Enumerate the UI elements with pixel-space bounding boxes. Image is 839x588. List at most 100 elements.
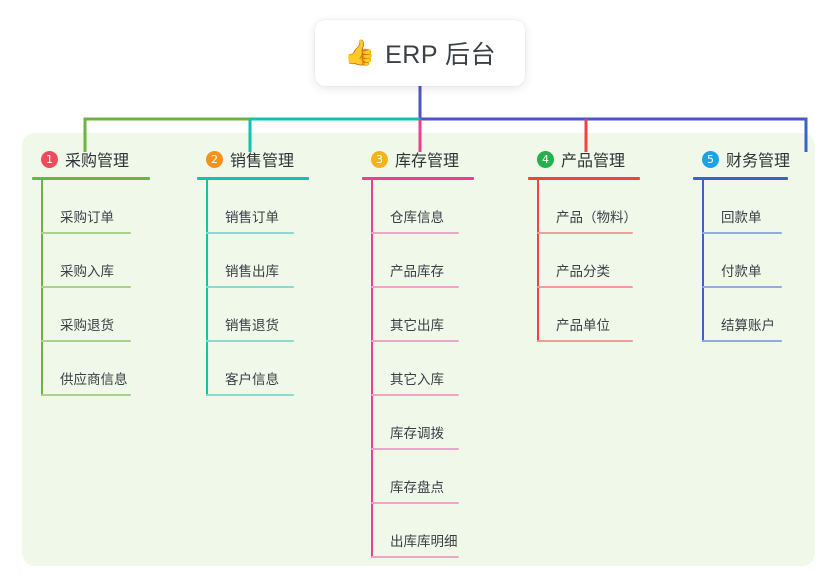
- branch-item-rule: [206, 286, 294, 288]
- branch-item-label: 供应商信息: [60, 372, 128, 387]
- branch-item-label: 其它出库: [390, 318, 444, 333]
- branch-number-badge: 2: [206, 150, 223, 168]
- branch-item-rule: [206, 340, 294, 342]
- branch-number-badge: 4: [537, 150, 554, 168]
- branch-item-list: 仓库信息产品库存其它出库其它入库库存调拨库存盘点出库库明细: [362, 180, 474, 558]
- branch-column-3: 3 库存管理仓库信息产品库存其它出库其它入库库存调拨库存盘点出库库明细: [362, 146, 474, 558]
- branch-title: 采购管理: [65, 153, 130, 170]
- branch-item-label: 采购订单: [60, 210, 114, 225]
- branch-item-label: 采购退货: [60, 318, 114, 333]
- branch-item-rule: [371, 556, 459, 558]
- branch-spine: [206, 180, 208, 396]
- branch-item-list: 产品（物料） 产品分类产品单位: [528, 180, 640, 342]
- branch-item-rule: [41, 394, 131, 396]
- branch-item-rule: [41, 340, 131, 342]
- branch-item[interactable]: 付款单: [693, 234, 790, 288]
- branch-title: 销售管理: [230, 153, 295, 170]
- branch-header-1[interactable]: 1 采购管理: [32, 146, 150, 172]
- branch-item[interactable]: 供应商信息: [32, 342, 150, 396]
- branch-item[interactable]: 回款单: [693, 180, 790, 234]
- branch-item-label: 客户信息: [225, 372, 279, 387]
- branch-item[interactable]: 产品单位: [528, 288, 640, 342]
- branch-item-rule: [371, 448, 459, 450]
- branch-item-rule: [371, 232, 459, 234]
- branch-item-label: 销售订单: [225, 210, 279, 225]
- branch-item-rule: [537, 340, 633, 342]
- branch-item[interactable]: 出库库明细: [362, 504, 474, 558]
- branch-item[interactable]: 产品库存: [362, 234, 474, 288]
- branch-item[interactable]: 采购订单: [32, 180, 150, 234]
- branch-item-rule: [371, 394, 459, 396]
- branch-number-badge: 1: [41, 150, 58, 168]
- branch-item[interactable]: 库存调拨: [362, 396, 474, 450]
- branch-item-label: 采购入库: [60, 264, 114, 279]
- branch-item-label: 产品分类: [556, 264, 610, 279]
- branch-item[interactable]: 采购入库: [32, 234, 150, 288]
- branch-header-rule: [528, 177, 640, 180]
- branch-item-label: 产品（物料）: [556, 210, 637, 225]
- branch-item-rule: [41, 286, 131, 288]
- branch-item[interactable]: 产品分类: [528, 234, 640, 288]
- branch-number-badge: 3: [371, 150, 388, 168]
- branch-spine: [371, 180, 373, 558]
- branch-item-rule: [702, 340, 782, 342]
- branch-item[interactable]: 产品（物料）: [528, 180, 640, 234]
- branch-header-rule: [197, 177, 309, 180]
- branch-item-label: 其它入库: [390, 372, 444, 387]
- branch-item-rule: [371, 502, 459, 504]
- branch-item-rule: [702, 286, 782, 288]
- branch-header-rule: [32, 177, 150, 180]
- branch-item-rule: [702, 232, 782, 234]
- branch-item-label: 回款单: [721, 210, 762, 225]
- root-node-title: ERP 后台: [385, 41, 497, 69]
- branch-item-list: 回款单付款单结算账户: [693, 180, 790, 342]
- branch-header-rule: [362, 177, 474, 180]
- branch-item[interactable]: 销售出库: [197, 234, 309, 288]
- branch-item-label: 库存盘点: [390, 480, 444, 495]
- branch-header-2[interactable]: 2 销售管理: [197, 146, 309, 172]
- branch-item-label: 销售出库: [225, 264, 279, 279]
- branch-item-rule: [371, 340, 459, 342]
- branch-item-label: 库存调拨: [390, 426, 444, 441]
- branch-title: 产品管理: [561, 153, 626, 170]
- branch-item-rule: [41, 232, 131, 234]
- branch-spine: [702, 180, 704, 342]
- branch-item[interactable]: 其它出库: [362, 288, 474, 342]
- branch-item[interactable]: 采购退货: [32, 288, 150, 342]
- branch-item[interactable]: 销售订单: [197, 180, 309, 234]
- branch-item[interactable]: 库存盘点: [362, 450, 474, 504]
- branch-item-label: 销售退货: [225, 318, 279, 333]
- branch-item[interactable]: 客户信息: [197, 342, 309, 396]
- branch-item-label: 出库库明细: [390, 534, 458, 549]
- branch-item-list: 采购订单采购入库采购退货供应商信息: [32, 180, 150, 396]
- branch-title: 库存管理: [395, 153, 460, 170]
- branch-column-4: 4 产品管理产品（物料） 产品分类产品单位: [528, 146, 640, 342]
- thumbs-up-icon: 👍: [343, 38, 376, 67]
- branch-header-3[interactable]: 3 库存管理: [362, 146, 474, 172]
- branch-item-label: 结算账户: [721, 318, 775, 333]
- branch-item-label: 产品库存: [390, 264, 444, 279]
- root-node-card[interactable]: 👍 ERP 后台: [315, 20, 525, 86]
- branch-column-1: 1 采购管理采购订单采购入库采购退货供应商信息: [32, 146, 150, 396]
- branch-item-label: 付款单: [721, 264, 762, 279]
- branch-spine: [537, 180, 539, 342]
- branch-title: 财务管理: [726, 153, 791, 170]
- branch-header-4[interactable]: 4 产品管理: [528, 146, 640, 172]
- branch-column-2: 2 销售管理销售订单销售出库销售退货客户信息: [197, 146, 309, 396]
- branch-item[interactable]: 其它入库: [362, 342, 474, 396]
- branch-item-rule: [537, 232, 633, 234]
- branch-item-rule: [206, 394, 294, 396]
- branch-item[interactable]: 销售退货: [197, 288, 309, 342]
- branch-header-rule: [693, 177, 788, 180]
- branch-item[interactable]: 结算账户: [693, 288, 790, 342]
- branch-item-label: 仓库信息: [390, 210, 444, 225]
- branch-item-list: 销售订单销售出库销售退货客户信息: [197, 180, 309, 396]
- branch-item-rule: [206, 232, 294, 234]
- branch-item[interactable]: 仓库信息: [362, 180, 474, 234]
- diagram-panel: [22, 133, 815, 566]
- branch-spine: [41, 180, 43, 396]
